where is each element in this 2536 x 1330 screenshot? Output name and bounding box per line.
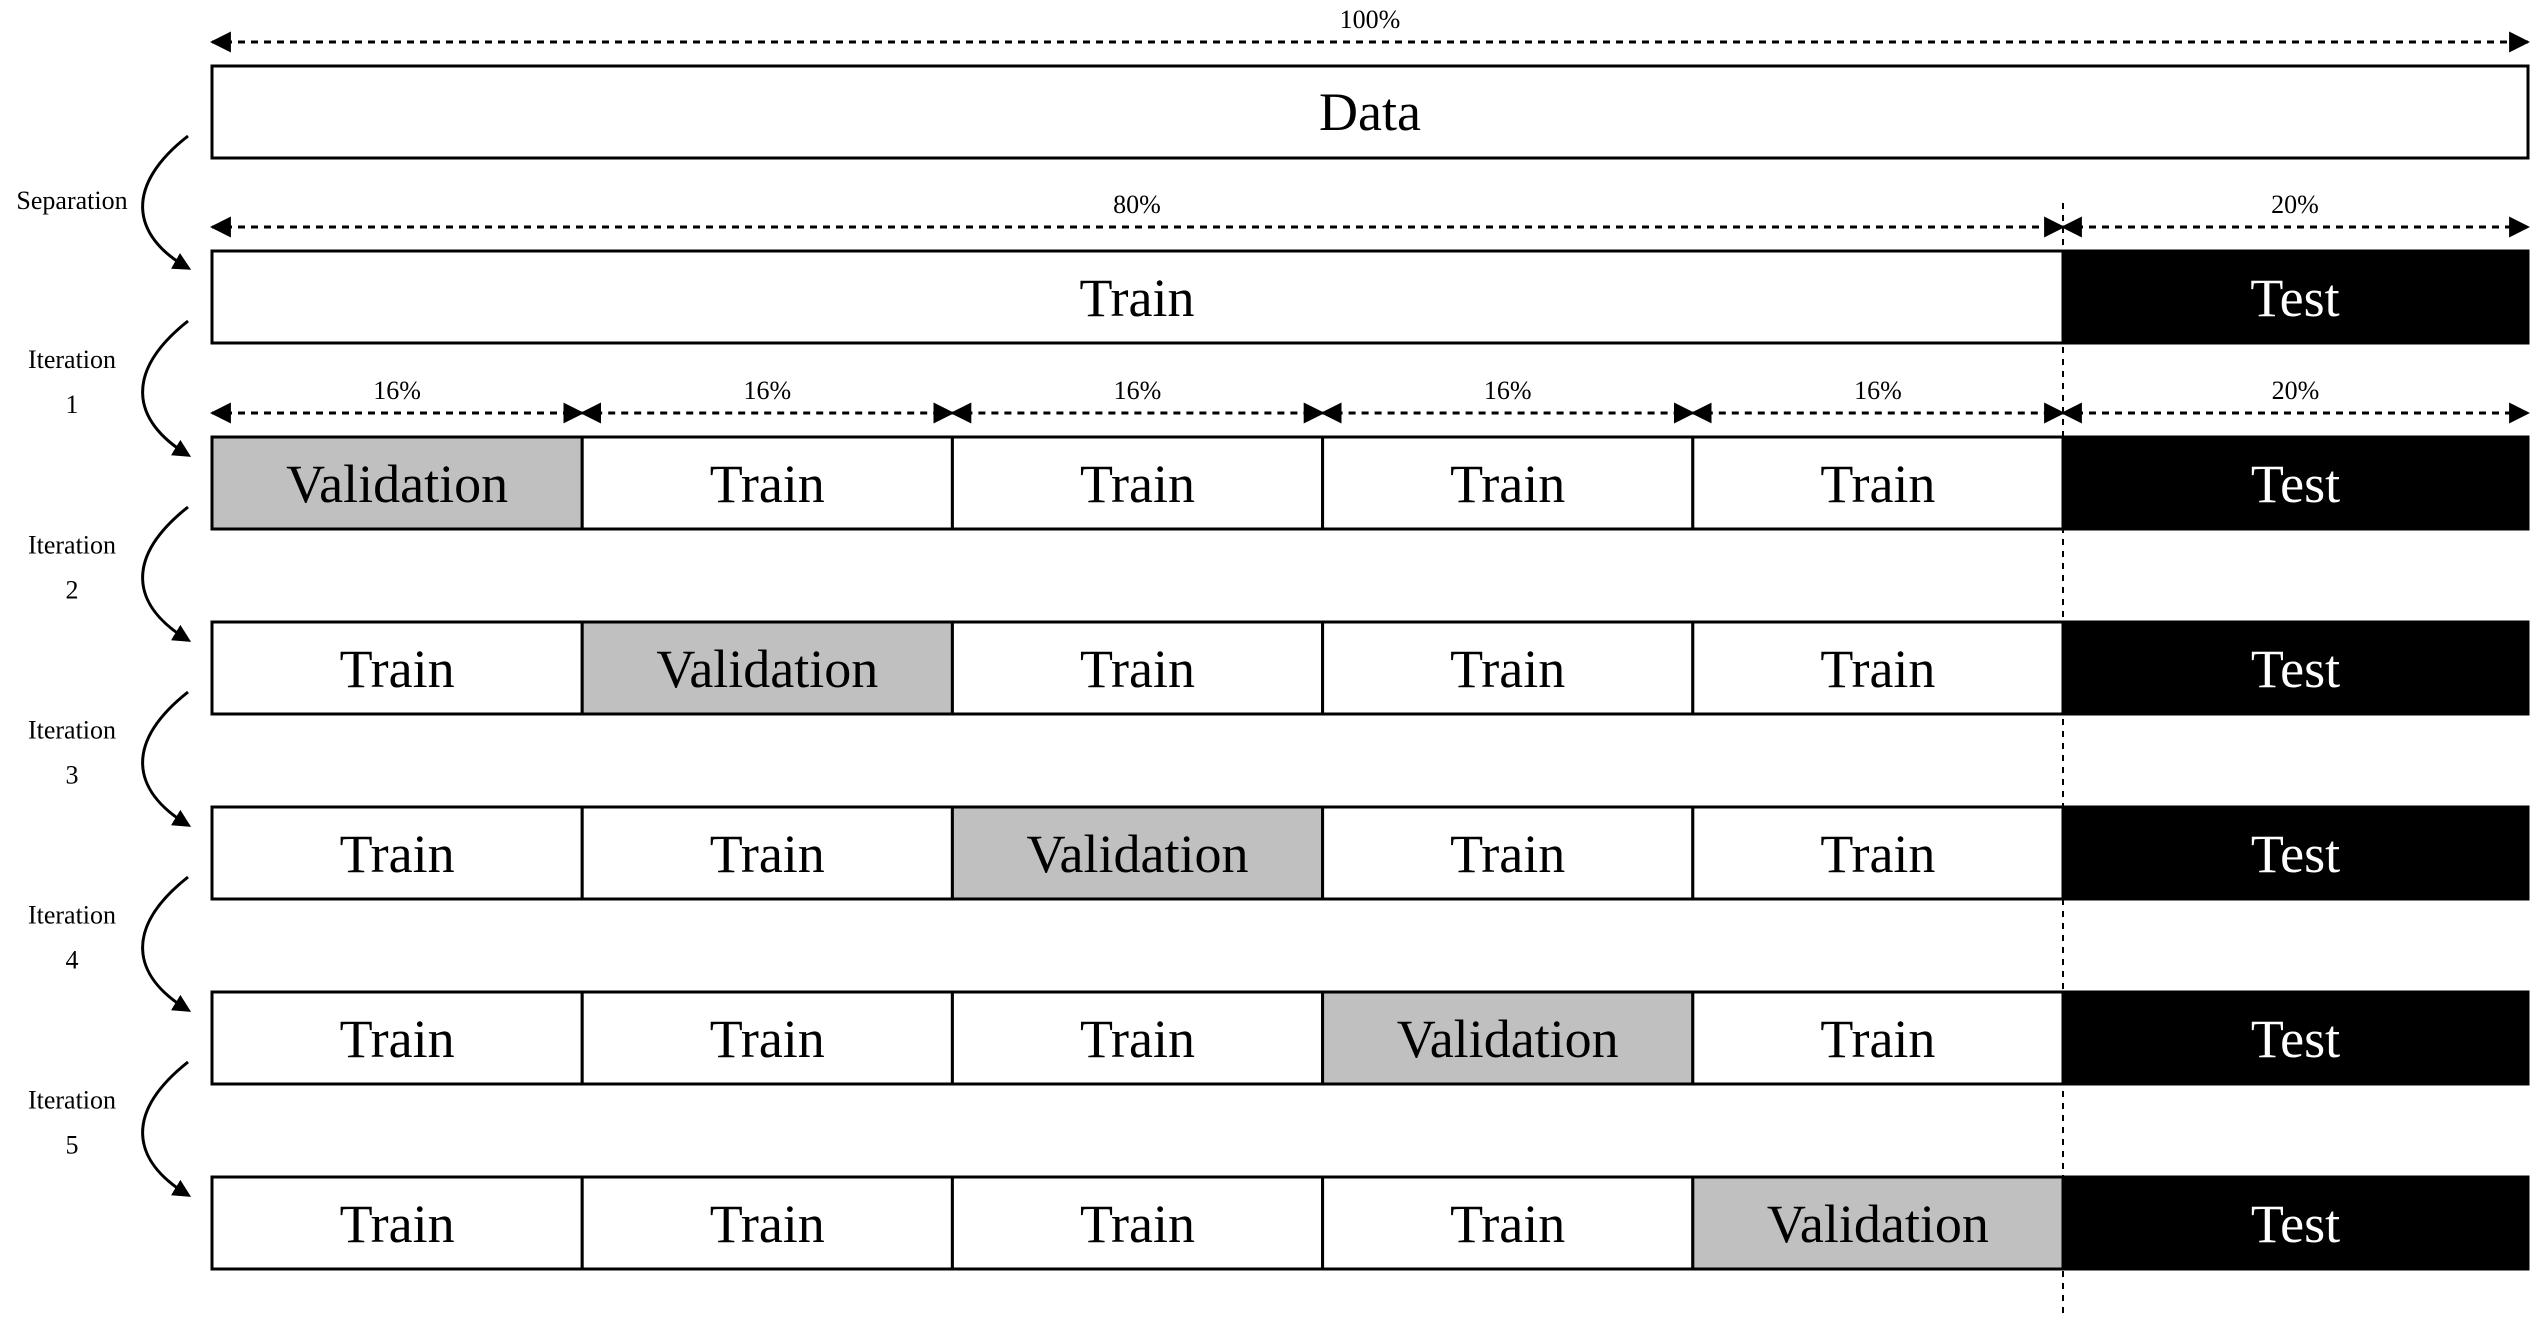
side-labels: Separation Iteration1Iteration2Iteration… [16, 134, 192, 1197]
train-segment [1691, 620, 2065, 716]
iteration-number: 1 [66, 390, 79, 419]
train-segment-label: Train [710, 1194, 825, 1254]
train-segment-label: Train [710, 1009, 825, 1069]
iteration-row: Train Train Validation Train Train Test [210, 805, 2530, 901]
fold-dimensions: 16% 16% 16% 16% 16% 20% [209, 376, 2531, 424]
train-segment-label: Train [1080, 454, 1195, 514]
split-dimension: 80% 20% [209, 190, 2531, 238]
iteration-curve-arrow [141, 1060, 192, 1197]
data-bar: Data [210, 64, 2530, 160]
train-segment [1321, 435, 1695, 531]
iteration-number: 5 [66, 1131, 79, 1160]
validation-segment-label: Validation [1767, 1194, 1989, 1254]
test-segment [2061, 990, 2530, 1086]
total-dimension: 100% [209, 5, 2531, 53]
validation-segment [1321, 990, 1695, 1086]
train-segment [1321, 1175, 1695, 1271]
test-segment-label: Test [2251, 1009, 2340, 1069]
fold-percent-label: 16% [1854, 376, 1902, 405]
train-segment [1691, 990, 2065, 1086]
test-fold-percent-label: 20% [2272, 376, 2320, 405]
train-segment [1321, 805, 1695, 901]
train-segment-label: Train [710, 824, 825, 884]
iteration-label: Iteration [28, 1086, 116, 1115]
fold-percent-label: 16% [1484, 376, 1532, 405]
train-segment [950, 1175, 1325, 1271]
split-bar: Train Test [210, 249, 2530, 345]
iteration-number: 2 [66, 576, 79, 605]
split-train-label: Train [1079, 268, 1194, 328]
total-percent-label: 100% [1340, 5, 1401, 34]
test-segment-label: Test [2251, 454, 2340, 514]
train-segment-label: Train [1080, 1194, 1195, 1254]
fold-percent-label: 16% [1114, 376, 1162, 405]
validation-segment-label: Validation [1397, 1009, 1619, 1069]
train-segment-label: Train [1820, 1009, 1935, 1069]
train-segment [580, 990, 954, 1086]
train-segment [210, 620, 584, 716]
train-segment [950, 620, 1325, 716]
test-segment [2061, 435, 2530, 531]
train-segment-label: Train [710, 454, 825, 514]
train-segment [210, 1175, 584, 1271]
iteration-row: Train Validation Train Train Train Test [210, 620, 2530, 716]
iteration-row: Train Train Train Validation Train Test [210, 990, 2530, 1086]
iteration-number: 3 [66, 761, 79, 790]
train-segment-label: Train [340, 824, 455, 884]
test-percent-label: 20% [2271, 190, 2319, 219]
train-segment-label: Train [1450, 639, 1565, 699]
validation-segment [950, 805, 1325, 901]
validation-segment-label: Validation [286, 454, 508, 514]
iteration-label: Iteration [28, 716, 116, 745]
separation-curve-arrow [141, 134, 192, 270]
test-segment-label: Test [2251, 824, 2340, 884]
train-segment [1691, 435, 2065, 531]
validation-segment-label: Validation [656, 639, 878, 699]
split-test-label: Test [2250, 268, 2339, 328]
iteration-label: Iteration [28, 531, 116, 560]
validation-segment [1691, 1175, 2065, 1271]
fold-percent-label: 16% [373, 376, 421, 405]
iteration-curve-arrow [141, 505, 192, 642]
train-segment-label: Train [1450, 1194, 1565, 1254]
iteration-label: Iteration [28, 345, 116, 374]
test-segment [2061, 620, 2530, 716]
iteration-curve-arrow [141, 875, 192, 1012]
train-segment-label: Train [1080, 639, 1195, 699]
iteration-curve-arrow [141, 319, 192, 457]
validation-segment-label: Validation [1027, 824, 1249, 884]
train-segment [210, 805, 584, 901]
train-segment-label: Train [340, 1194, 455, 1254]
iteration-row: Train Train Train Train Validation Test [210, 1175, 2530, 1271]
train-segment-label: Train [1080, 1009, 1195, 1069]
iteration-curve-arrow [141, 690, 192, 827]
train-percent-label: 80% [1113, 190, 1161, 219]
train-segment [580, 1175, 954, 1271]
train-segment [950, 990, 1325, 1086]
iteration-row: Validation Train Train Train Train Test [210, 435, 2530, 531]
train-segment [1691, 805, 2065, 901]
train-segment-label: Train [1820, 824, 1935, 884]
fold-percent-label: 16% [743, 376, 791, 405]
train-segment-label: Train [340, 1009, 455, 1069]
test-segment [2061, 805, 2530, 901]
train-segment [580, 805, 954, 901]
data-bar-label: Data [1319, 82, 1421, 142]
test-segment [2061, 1175, 2530, 1271]
train-segment [1321, 620, 1695, 716]
train-segment-label: Train [1820, 454, 1935, 514]
iteration-number: 4 [66, 946, 79, 975]
train-segment-label: Train [1450, 824, 1565, 884]
separation-label: Separation [16, 186, 127, 215]
train-segment-label: Train [1820, 639, 1935, 699]
test-segment-label: Test [2251, 639, 2340, 699]
train-segment-label: Train [1450, 454, 1565, 514]
iteration-label: Iteration [28, 901, 116, 930]
test-segment-label: Test [2251, 1194, 2340, 1254]
train-segment-label: Train [340, 639, 455, 699]
